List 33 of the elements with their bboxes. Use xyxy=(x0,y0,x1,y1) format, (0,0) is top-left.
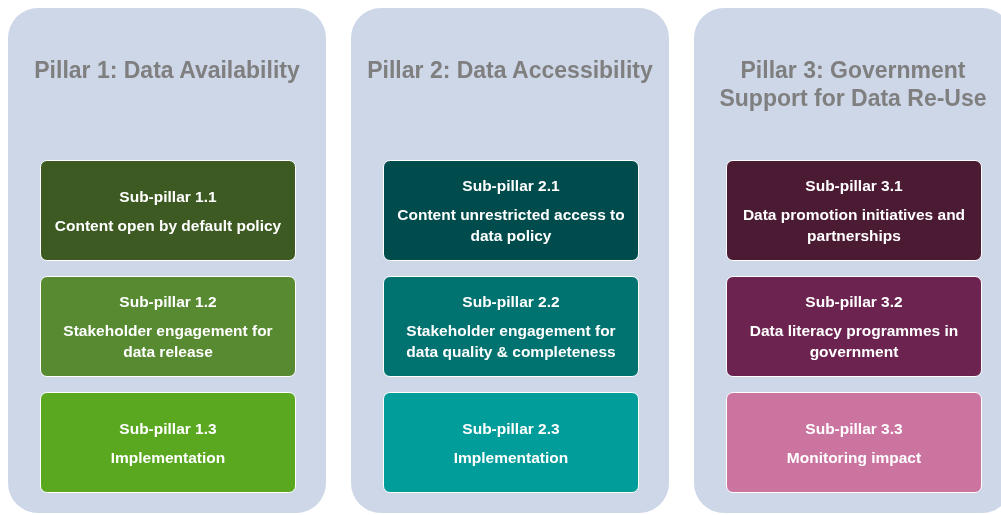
sub-pillar-description: Data promotion initiatives and partnerships xyxy=(741,205,967,246)
sub-pillar-description: Stakeholder engagement for data release xyxy=(62,321,274,362)
sub-pillar-box xyxy=(40,160,296,261)
sub-pillar-heading: Sub-pillar 1.2 xyxy=(119,292,217,312)
sub-pillar-heading: Sub-pillar 1.1 xyxy=(119,186,217,207)
pillar-panel xyxy=(351,8,669,513)
pillar-panel xyxy=(8,8,326,513)
sub-pillar-heading: Sub-pillar 2.3 xyxy=(462,418,560,439)
sub-pillar-heading: Sub-pillar 3.3 xyxy=(805,418,903,439)
pillar-panel xyxy=(694,8,1001,513)
sub-pillar-box xyxy=(726,276,982,377)
sub-pillar-description: Data literacy programmes in government xyxy=(748,321,960,362)
sub-pillar-description: Implementation xyxy=(110,447,226,468)
pillar-title: Pillar 1: Data Availability xyxy=(33,56,301,84)
sub-pillar-description: Implementation xyxy=(453,447,569,468)
sub-pillar-description: Monitoring impact xyxy=(786,447,922,468)
sub-pillar-heading: Sub-pillar 3.1 xyxy=(805,176,903,196)
sub-pillar-box xyxy=(726,392,982,493)
sub-pillar-box xyxy=(383,276,639,377)
sub-pillar-description: Stakeholder engagement for data quality & completeness xyxy=(405,321,617,362)
pillar-title: Pillar 2: Data Accessibility xyxy=(366,56,654,84)
sub-pillar-box xyxy=(40,276,296,377)
sub-pillar-box xyxy=(383,160,639,261)
sub-pillar-heading: Sub-pillar 2.2 xyxy=(462,292,560,312)
pillar-title: Pillar 3: Government Support for Data Re-Use xyxy=(718,56,988,112)
sub-pillar-box xyxy=(726,160,982,261)
sub-pillar-description: Content open by default policy xyxy=(54,215,282,236)
sub-pillar-heading: Sub-pillar 2.1 xyxy=(462,176,560,196)
sub-pillar-heading: Sub-pillar 3.2 xyxy=(805,292,903,312)
sub-pillar-box xyxy=(383,392,639,493)
sub-pillar-description: Content unrestricted access to data policy xyxy=(396,205,626,246)
sub-pillar-heading: Sub-pillar 1.3 xyxy=(119,418,217,439)
sub-pillar-box xyxy=(40,392,296,493)
